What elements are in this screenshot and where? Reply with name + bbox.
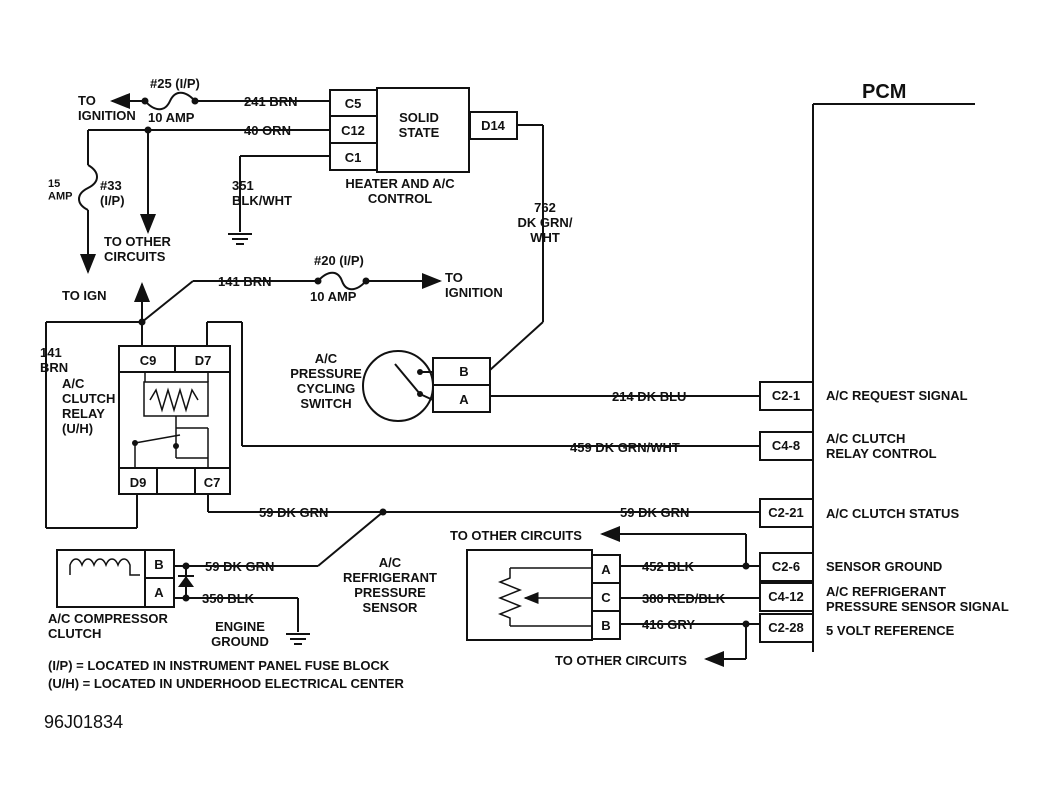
pcm-pin-c2-1	[759, 381, 814, 411]
to-other-circuits-label: TO OTHER CIRCUITS	[555, 653, 687, 668]
relay-pin-label: D9	[130, 475, 147, 490]
sensor-pin-label: C	[601, 590, 611, 605]
sensor-pin-label: B	[601, 618, 610, 633]
fuse-25-amp: 10 AMP	[148, 110, 195, 125]
wire-label: 59 DK GRN	[205, 559, 274, 574]
compressor-pin-label: B	[154, 557, 163, 572]
fuse-33	[78, 164, 98, 211]
relay-pin-label: C7	[204, 475, 221, 490]
wire-label: 380 RED/BLK	[642, 591, 726, 606]
pcm-pin-c4-12	[759, 582, 814, 612]
fuse-20-amp: 10 AMP	[310, 289, 357, 304]
pcm-pin-label: C2-21	[768, 505, 803, 520]
hc-pin-label: C5	[345, 96, 362, 111]
wire-label: 141 BRN	[218, 274, 271, 289]
wire-label: 59 DK GRN	[259, 505, 328, 520]
wire-label: 459 DK GRN/WHT	[570, 440, 680, 455]
pcm-pin-label: C2-1	[772, 388, 800, 403]
psw-pin-label: A	[459, 392, 469, 407]
psw-pin-a	[432, 384, 491, 413]
ground-symbol	[228, 233, 252, 245]
wire-label: 59 DK GRN	[620, 505, 689, 520]
pcm-pin-desc: A/C CLUTCH STATUS	[826, 506, 959, 521]
fuse-25-id: #25 (I/P)	[150, 76, 200, 91]
figure-id: 96J01834	[44, 712, 123, 732]
refrigerant-pressure-sensor: A C B	[466, 526, 760, 667]
fuse-terminal	[191, 97, 199, 105]
pcm-pin-c2-21	[759, 498, 814, 528]
fuse-20-wiring	[45, 271, 442, 529]
fuse-25	[144, 91, 196, 111]
pcm-pin-desc: SENSOR GROUND	[826, 559, 942, 574]
fuse-20-id: #20 (I/P)	[314, 253, 364, 268]
compressor-pin-label: A	[154, 585, 164, 600]
relay-pin-label: C9	[140, 353, 157, 368]
hc-pin-c1	[329, 142, 378, 171]
legend-uh: (U/H) = LOCATED IN UNDERHOOD ELECTRICAL …	[48, 676, 405, 691]
sensor-pin-label: A	[601, 562, 611, 577]
relay-pin-label: D7	[195, 353, 212, 368]
pressure-cycling-switch: B A	[362, 350, 760, 422]
psw-pin-label: B	[459, 364, 468, 379]
to-other-circuits-label: TO OTHER CIRCUITS	[450, 528, 582, 543]
pcm-pin-label: C2-28	[768, 620, 803, 635]
pcm-pin-label: C4-12	[768, 589, 803, 604]
sensor-pin-a	[591, 554, 621, 584]
wire-label: 452 BLK	[642, 559, 695, 574]
wire-label: 350 BLK	[202, 591, 255, 606]
pcm-connectors: C2-1 C4-8 C2-21 C2-6 C4-12 C2-28 A/C REQ…	[759, 381, 1009, 643]
fuse-33-id: #33(I/P)	[100, 178, 125, 208]
relay-wiring	[141, 321, 760, 567]
pcm-pin-desc: 5 VOLT REFERENCE	[826, 623, 955, 638]
hc-pin-label: C1	[345, 150, 362, 165]
hc-solid-state-body	[376, 87, 470, 173]
wire-762	[489, 124, 544, 371]
ac-clutch-relay: C9 D7 D9 C7	[118, 345, 231, 495]
pcm-title: PCM	[862, 81, 906, 103]
wire-label: 40 ORN	[244, 123, 291, 138]
compressor-clutch: B A	[56, 549, 310, 645]
wire-label: 214 DK BLU	[612, 389, 686, 404]
hc-pin-label: C12	[341, 123, 365, 138]
hc-pin-c5	[329, 89, 378, 117]
top-fuse-wiring	[78, 91, 330, 274]
pcm-pin-desc: A/C REQUEST SIGNAL	[826, 388, 968, 403]
pcm-pin-c2-28	[759, 613, 814, 643]
pcm-pin-c2-6	[759, 552, 814, 582]
pcm-pin-label: C4-8	[772, 438, 800, 453]
wire-label: 241 BRN	[244, 94, 297, 109]
legend-ip: (I/P) = LOCATED IN INSTRUMENT PANEL FUSE…	[48, 658, 390, 673]
pcm-pin-label: C2-6	[772, 559, 800, 574]
to-ign-label: TO IGN	[62, 288, 107, 303]
hc-d14-label: D14	[481, 118, 506, 133]
wire-label: 416 GRY	[642, 617, 695, 632]
